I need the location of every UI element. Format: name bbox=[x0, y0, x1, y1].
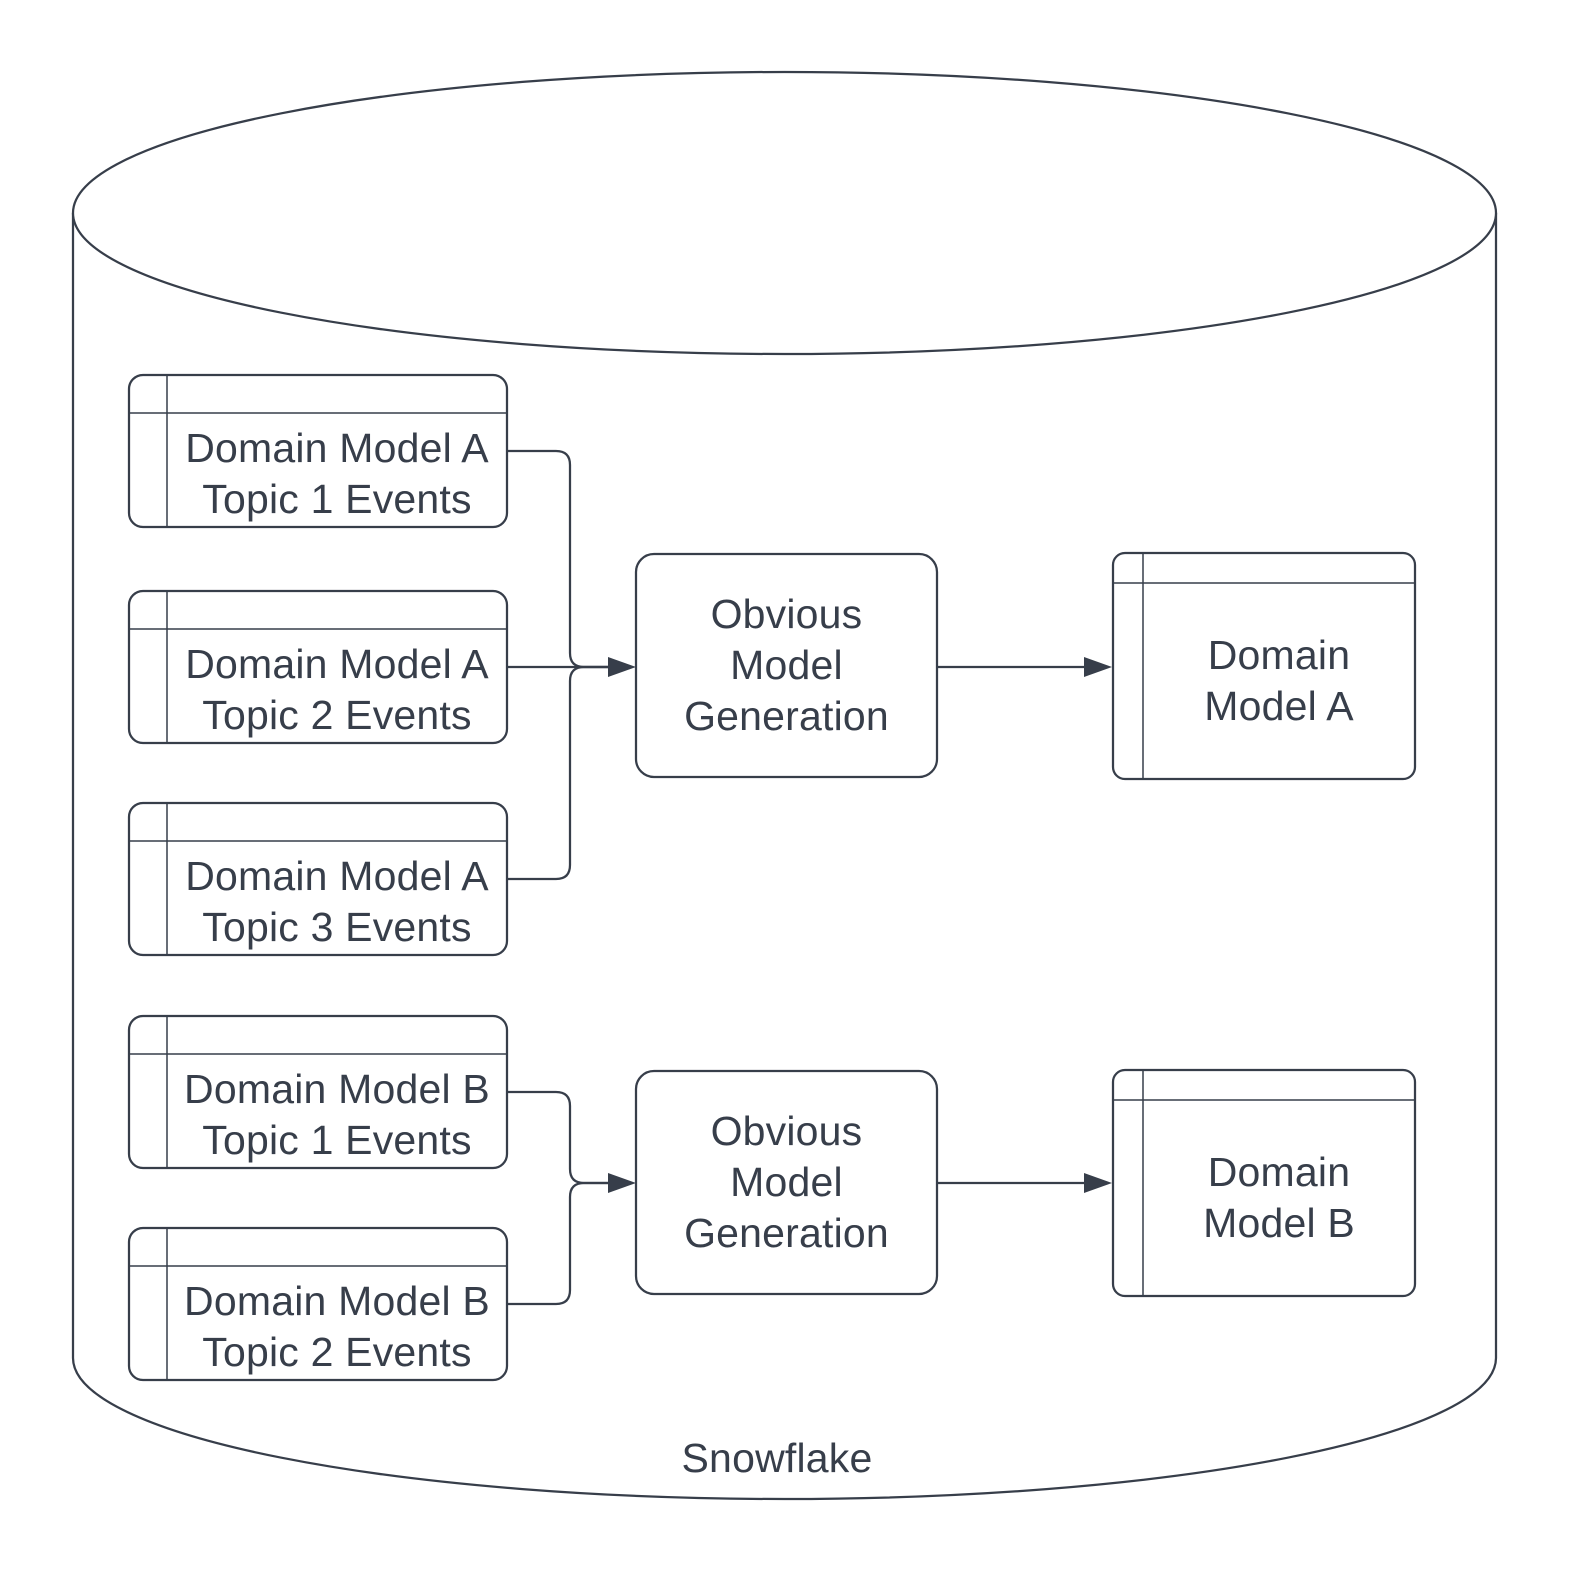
table-output-b bbox=[1111, 1068, 1417, 1298]
process-box-b bbox=[634, 1069, 939, 1296]
cylinder-top-ellipse bbox=[71, 70, 1498, 356]
table-source-a-topic2 bbox=[127, 589, 509, 745]
arrowhead-merge-a bbox=[608, 657, 636, 677]
snowflake-cylinder bbox=[71, 70, 1498, 1501]
label-process-b: Obvious Model Generation bbox=[684, 1108, 889, 1256]
process-box-a bbox=[634, 552, 939, 779]
connector-a-topic3 bbox=[507, 665, 610, 881]
connectors-pipeline-b bbox=[507, 1090, 1086, 1306]
label-source-b-topic2: Domain Model B Topic 2 Events bbox=[184, 1278, 490, 1375]
label-snowflake: Snowflake bbox=[681, 1434, 873, 1481]
table-source-b-topic1 bbox=[127, 1014, 509, 1170]
label-output-b: Domain Model B bbox=[1203, 1149, 1355, 1246]
connector-b-topic1 bbox=[507, 1090, 610, 1185]
label-process-a: Obvious Model Generation bbox=[684, 591, 889, 739]
label-output-a: Domain Model A bbox=[1204, 632, 1354, 729]
label-source-a-topic3: Domain Model A Topic 3 Events bbox=[185, 853, 489, 950]
table-source-b-topic2 bbox=[127, 1226, 509, 1382]
table-source-a-topic3 bbox=[127, 801, 509, 957]
label-source-a-topic1: Domain Model A Topic 1 Events bbox=[185, 425, 489, 522]
arrowhead-output-b bbox=[1084, 1173, 1112, 1193]
connectors-pipeline-a bbox=[507, 449, 1086, 881]
table-source-a-topic1 bbox=[127, 373, 509, 529]
table-output-a bbox=[1111, 551, 1417, 781]
arrowhead-output-a bbox=[1084, 657, 1112, 677]
connector-b-topic2 bbox=[507, 1181, 610, 1306]
label-source-b-topic1: Domain Model B Topic 1 Events bbox=[184, 1066, 490, 1163]
arrowhead-merge-b bbox=[608, 1173, 636, 1193]
connector-a-topic1 bbox=[507, 449, 610, 669]
cylinder-bottom-arc bbox=[71, 1357, 1498, 1501]
label-source-a-topic2: Domain Model A Topic 2 Events bbox=[185, 641, 489, 738]
